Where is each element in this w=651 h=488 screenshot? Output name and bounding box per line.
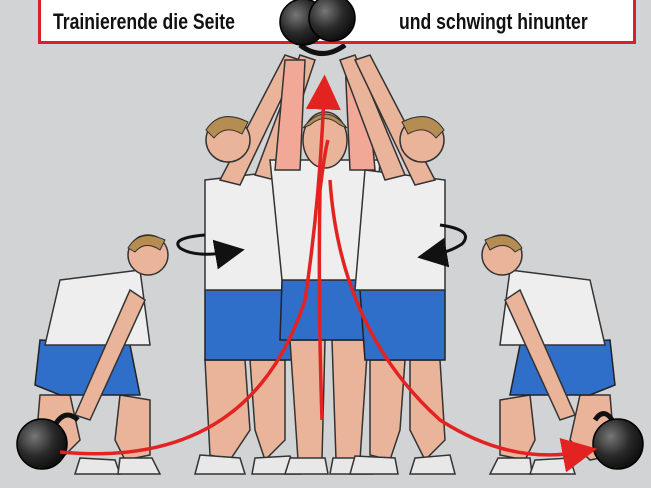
caption-text-right: und schwingt hinunter: [399, 9, 588, 35]
caption-text-left: Trainierende die Seite: [53, 9, 235, 35]
kettlebell-icon: [593, 419, 643, 469]
caption-box: Trainierende die Seite und schwingt hinu…: [38, 0, 636, 44]
kettlebell-icon: [17, 419, 67, 469]
